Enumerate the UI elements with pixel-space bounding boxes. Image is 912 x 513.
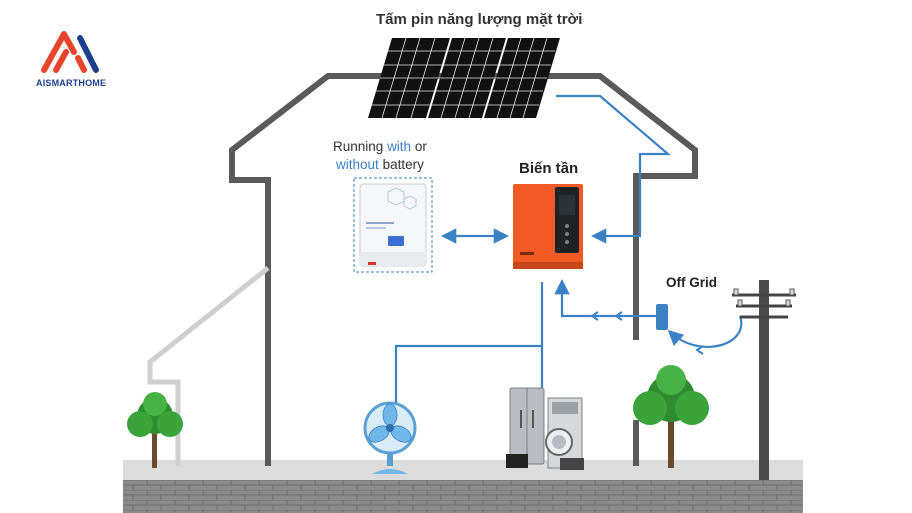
brand-name: AISMARTHOME <box>36 78 107 88</box>
side-extension <box>147 266 270 466</box>
fan-icon <box>363 401 417 474</box>
battery-label: Running with or without battery <box>333 138 427 174</box>
inverter-icon <box>513 184 583 269</box>
ground <box>123 460 803 513</box>
tree-icon <box>633 365 709 468</box>
battery-without-text: without <box>336 157 379 172</box>
off-grid-label: Off Grid <box>666 275 717 290</box>
battery-with-text: with <box>387 139 412 154</box>
inverter-label: Biến tần <box>519 160 579 177</box>
tree-icon <box>127 392 183 468</box>
house-outline <box>229 73 698 466</box>
battery-or-text: or <box>414 139 427 154</box>
battery-icon <box>353 177 433 273</box>
meter-icon <box>656 304 668 330</box>
flow-lines <box>394 94 743 404</box>
solar-panel-icon <box>368 37 560 119</box>
power-pole-icon <box>732 280 796 480</box>
flow-chevrons <box>590 311 704 355</box>
solar-panel-label: Tấm pin năng lượng mặt trời <box>376 11 583 28</box>
battery-running-text: Running <box>333 139 384 154</box>
battery-battery-text: battery <box>382 157 424 172</box>
appliances-icon <box>506 387 584 470</box>
brand-logo-icon <box>41 31 99 73</box>
